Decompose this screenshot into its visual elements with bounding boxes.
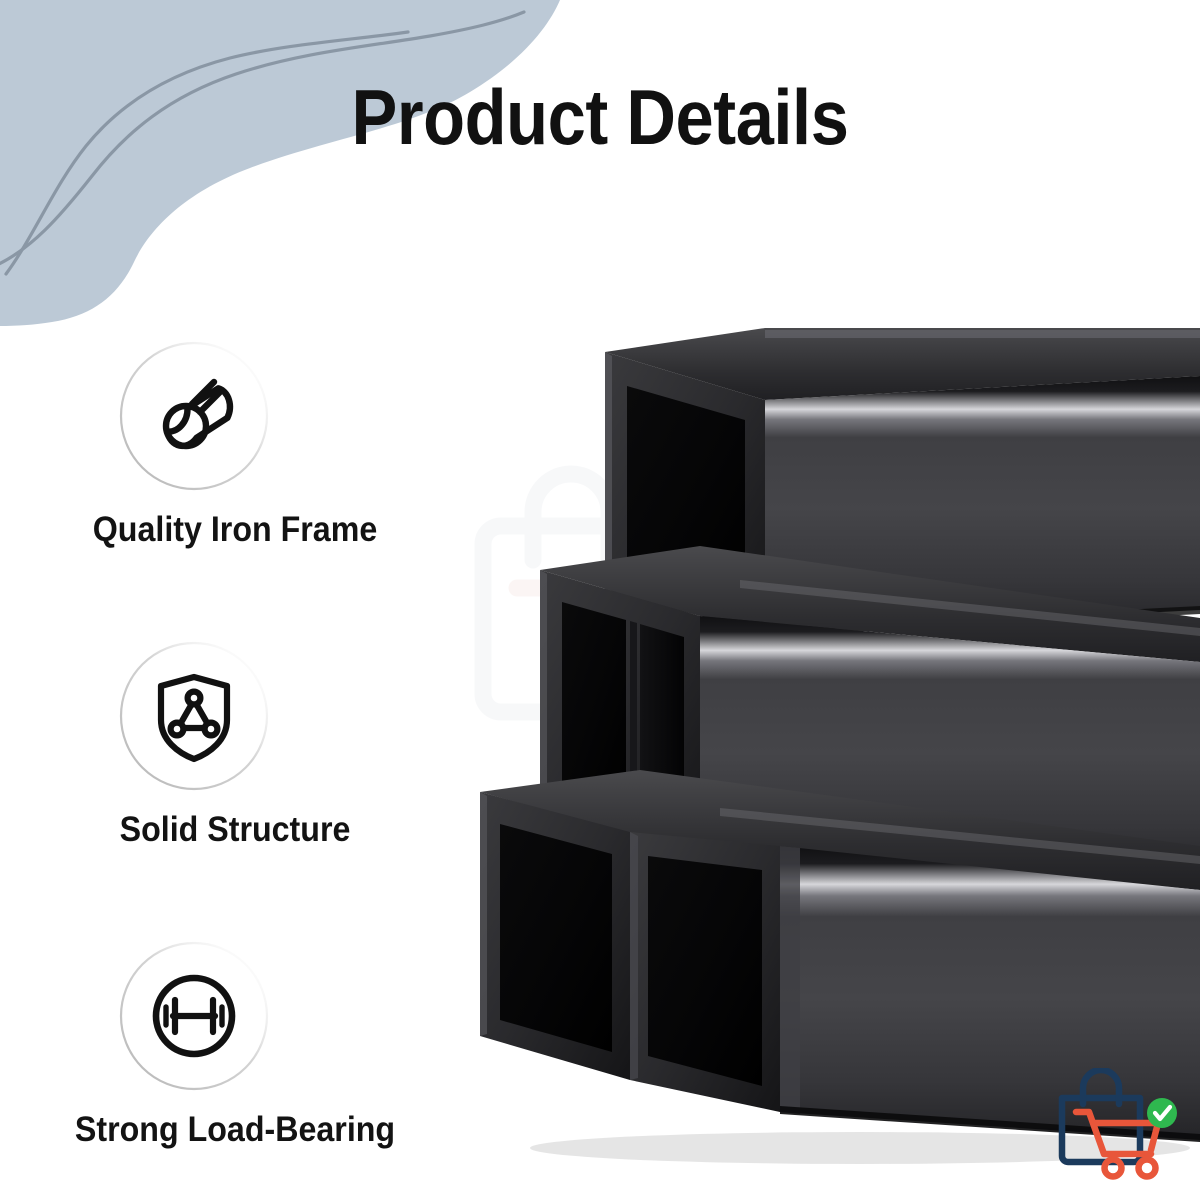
shopping-cart-icon — [1072, 1108, 1162, 1180]
feature-label: Solid Structure — [119, 810, 351, 849]
feature-item-quality-iron-frame: Quality Iron Frame — [0, 340, 470, 640]
feature-label: Strong Load-Bearing — [74, 1110, 396, 1149]
feature-badge — [118, 940, 270, 1092]
feature-badge — [118, 340, 270, 492]
feature-label: Quality Iron Frame — [92, 510, 378, 549]
badge-ring — [119, 941, 269, 1091]
badge-ring — [119, 641, 269, 791]
shield-triangle-icon — [157, 673, 231, 763]
feature-item-strong-load-bearing: Strong Load-Bearing — [0, 940, 470, 1200]
blob-shape — [0, 0, 560, 326]
barbell-circle-icon — [152, 974, 236, 1058]
check-badge-icon — [1147, 1098, 1177, 1128]
shopping-bag-cart-logo — [1052, 1066, 1182, 1186]
badge-ring — [119, 341, 269, 491]
steel-tube-icon — [162, 378, 234, 450]
page-title: Product Details — [351, 73, 849, 161]
feature-badge — [118, 640, 270, 792]
feature-item-solid-structure: Solid Structure — [0, 640, 470, 940]
product-image-black-steel-tubes — [440, 280, 1200, 1200]
tube-bottom-row — [480, 770, 1200, 1142]
feature-list: Quality Iron Frame — [0, 340, 470, 1200]
